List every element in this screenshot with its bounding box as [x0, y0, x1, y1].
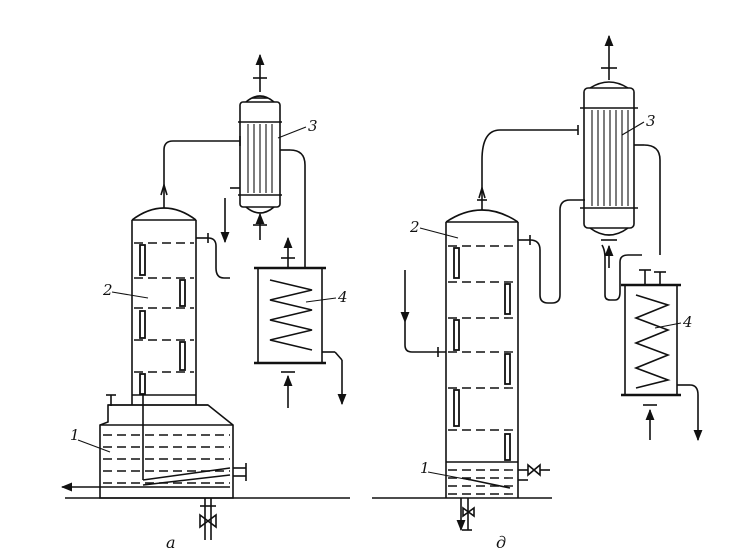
caption-d: д: [496, 533, 506, 552]
labels-d: 1 2 3 4 д: [409, 112, 693, 552]
label-2-d: 2: [409, 218, 420, 236]
label-4-a: 4: [337, 288, 348, 306]
caption-a: а: [166, 533, 176, 552]
column-2-a: [131, 207, 209, 480]
vapour-line-d: [477, 125, 579, 210]
condenser-3-d: [580, 34, 661, 301]
condenser-3-a: [207, 53, 306, 279]
label-4-d: 4: [682, 313, 693, 331]
vessel-1-a: [60, 394, 247, 540]
label-3-d: 3: [646, 112, 656, 130]
label-3-a: 3: [308, 117, 318, 135]
scheme-a: 1 2 3 4 а: [60, 53, 350, 552]
scheme-d: 1 2 3 4 д: [372, 34, 703, 552]
vapour-line-a: [160, 136, 241, 208]
cooler-4-d: [621, 269, 703, 442]
column-2-d: [400, 199, 585, 532]
labels-a: 1 2 3 4 а: [70, 117, 348, 552]
label-2-a: 2: [102, 281, 113, 299]
label-1-d: 1: [420, 459, 430, 477]
label-1-a: 1: [70, 426, 80, 444]
cooler-4-a: [254, 236, 347, 408]
